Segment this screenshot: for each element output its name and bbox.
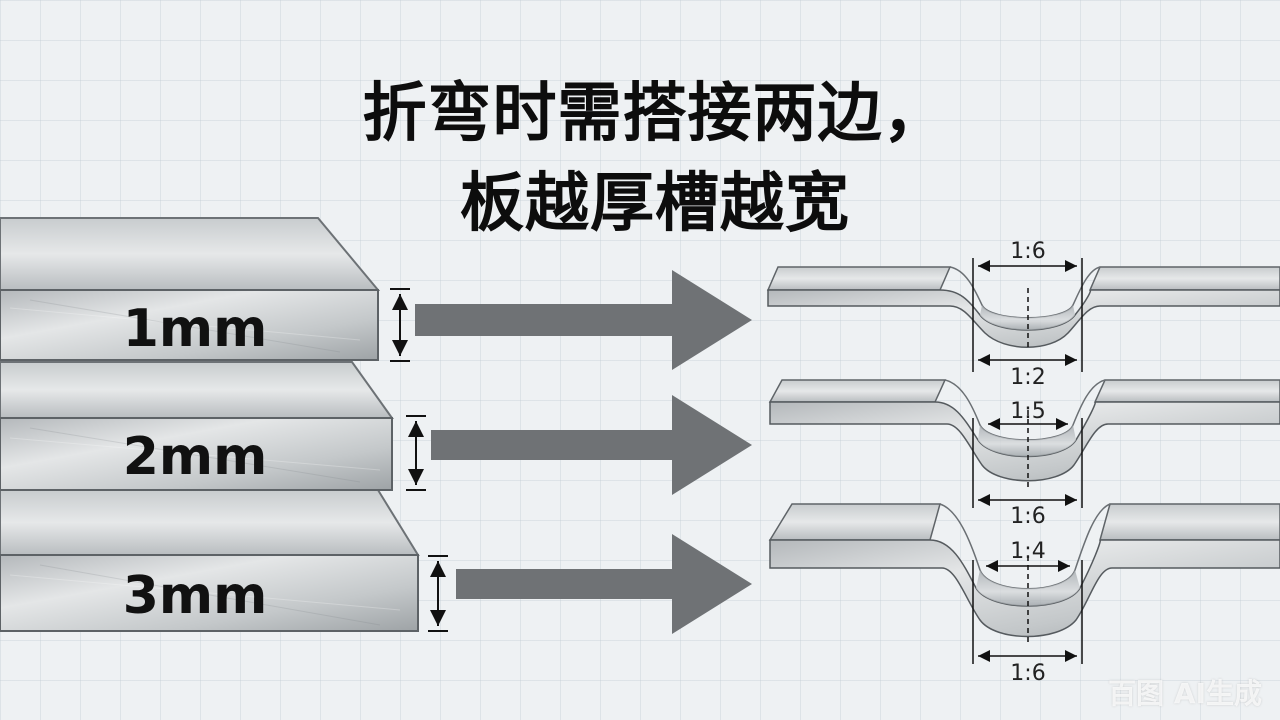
title-line-1: 折弯时需搭接两边， bbox=[362, 77, 948, 151]
title-line-2: 板越厚槽越宽 bbox=[460, 167, 850, 241]
groove-1-dimensions bbox=[972, 258, 1083, 372]
watermark: 百图 AI生成 bbox=[1108, 677, 1262, 710]
thickness-dimension-2mm bbox=[406, 415, 426, 491]
arrow-2 bbox=[431, 395, 752, 495]
groove-2-top-ratio: 1:5 bbox=[1010, 399, 1045, 424]
thickness-dimension-1mm bbox=[390, 288, 410, 362]
grooved-plate-1 bbox=[766, 266, 1280, 348]
groove-2-dimensions bbox=[972, 410, 1083, 508]
groove-3-bottom-ratio: 1:6 bbox=[1010, 661, 1045, 686]
arrow-3 bbox=[456, 534, 752, 634]
plate-1mm: 1mm bbox=[0, 217, 381, 361]
groove-3-top-ratio: 1:4 bbox=[1010, 539, 1045, 564]
groove-3-dimensions bbox=[972, 556, 1083, 664]
groove-2-bottom-ratio: 1:6 bbox=[1010, 504, 1045, 529]
groove-1-bottom-ratio: 1:2 bbox=[1010, 365, 1045, 390]
plate-3mm: 3mm bbox=[0, 489, 420, 632]
groove-1-top-ratio: 1:6 bbox=[1010, 239, 1045, 264]
plate-label-2mm: 2mm bbox=[123, 427, 268, 487]
grooved-plate-3 bbox=[768, 503, 1280, 638]
thickness-dimension-3mm bbox=[428, 555, 448, 632]
plate-2mm: 2mm bbox=[0, 361, 394, 491]
arrow-1 bbox=[415, 270, 752, 370]
grooved-plate-2 bbox=[768, 379, 1280, 482]
plate-label-1mm: 1mm bbox=[123, 299, 268, 359]
plate-label-3mm: 3mm bbox=[123, 566, 268, 626]
